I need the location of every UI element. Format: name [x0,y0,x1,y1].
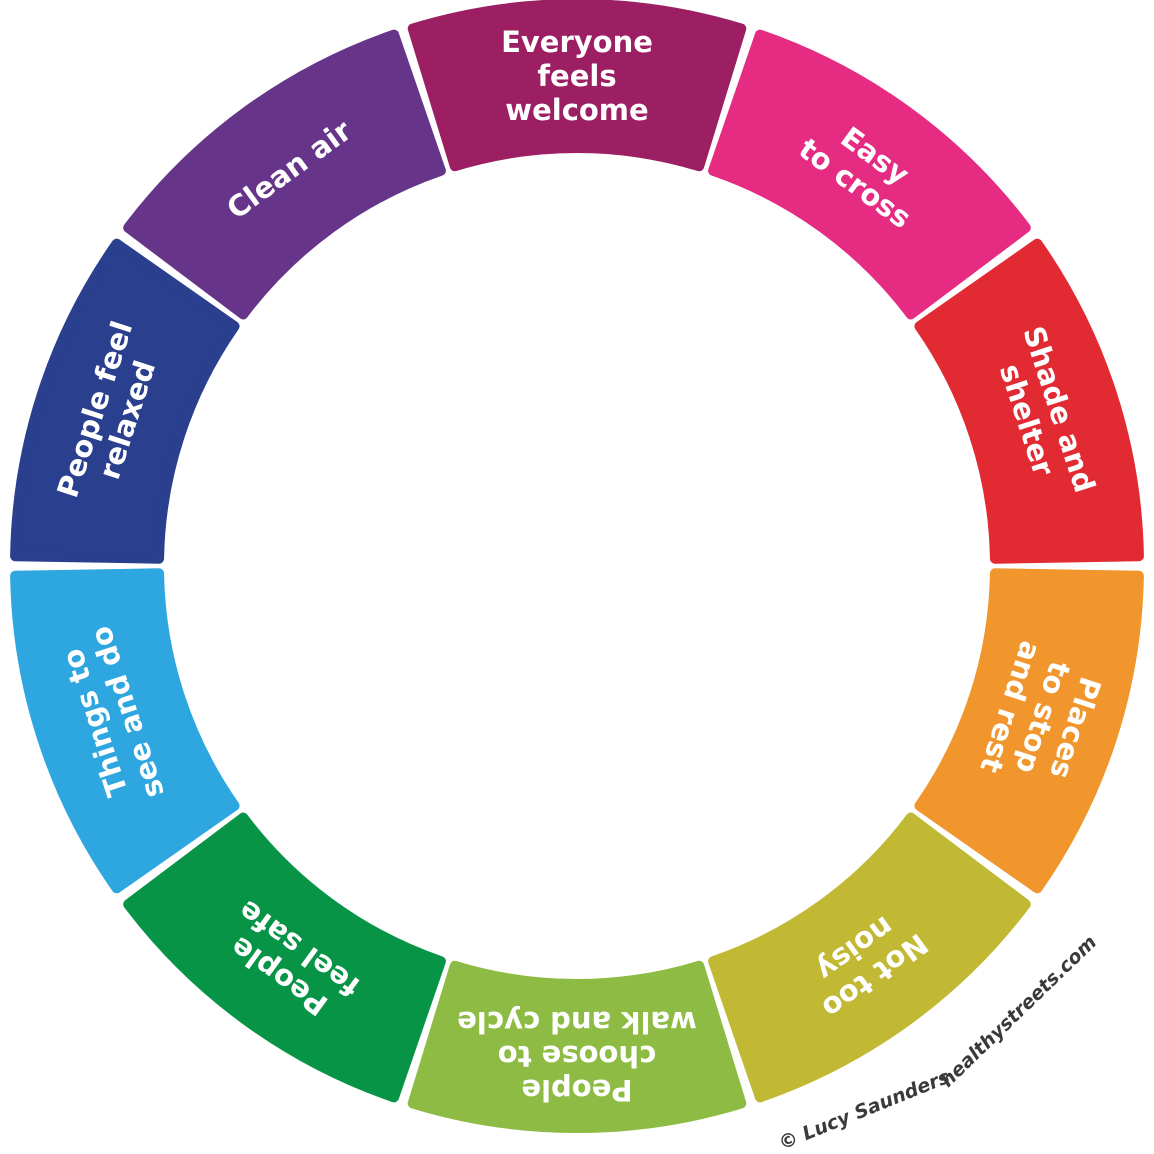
segment-label-line: walk and cycle [457,1005,697,1039]
segment-label-line: People [521,1073,632,1107]
segment-clean-air [123,29,446,320]
segment-not-too-noisy [708,812,1031,1103]
segment-label-line: welcome [505,93,648,127]
segment-places-to-stop-and-rest [914,568,1144,894]
segment-label-line: choose to [498,1039,657,1073]
segment-everyone-feels-welcome [407,0,747,172]
segment-people-feel-relaxed [10,238,240,564]
segment-people-feel-safe [123,812,446,1103]
segment-shade-and-shelter [914,238,1144,564]
segment-label-line: feels [537,59,616,93]
wheel-segments [10,0,1144,1133]
segment-label-line: Everyone [501,25,653,59]
segment-people-choose-to-walk-and-cycle [407,960,747,1133]
segment-things-to-see-and-do [10,568,240,894]
segment-easy-to-cross [708,29,1031,320]
